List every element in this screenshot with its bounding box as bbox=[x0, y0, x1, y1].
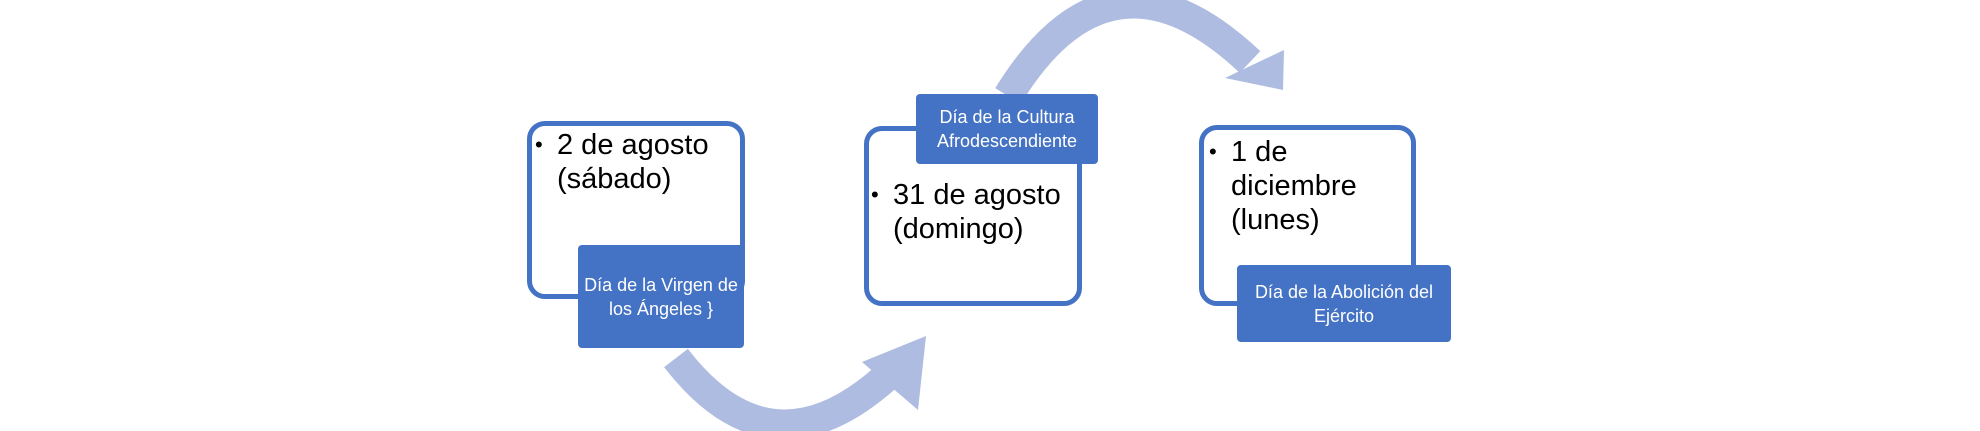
step-1-holiday: Día de la Virgen de los Ángeles } bbox=[578, 245, 744, 348]
bullet-icon: • bbox=[1209, 139, 1217, 164]
bullet-icon: • bbox=[871, 182, 879, 207]
step-1-date: • 2 de agosto (sábado) bbox=[535, 129, 709, 195]
step-3-date: • 1 de diciembre (lunes) bbox=[1209, 136, 1357, 236]
step-2-holiday: Día de la Cultura Afrodescendiente bbox=[916, 94, 1098, 164]
arrow-step2-to-step3 bbox=[995, 0, 1284, 104]
bullet-icon: • bbox=[535, 132, 543, 157]
step-3-holiday: Día de la Abolición del Ejército bbox=[1237, 265, 1451, 342]
step-2-date: • 31 de agosto (domingo) bbox=[871, 179, 1061, 245]
arrow-step1-to-step2 bbox=[664, 336, 926, 431]
